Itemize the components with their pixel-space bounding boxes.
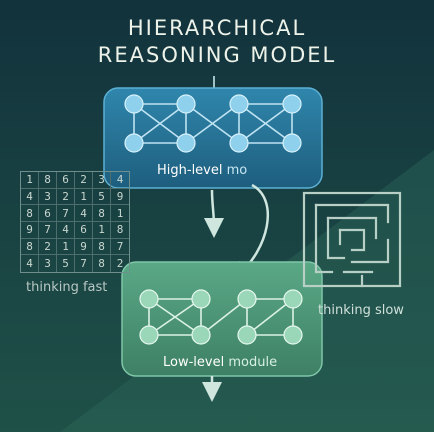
title-line-2: REASONING MODEL: [97, 43, 337, 67]
high-node: [176, 94, 196, 114]
low-node: [139, 289, 159, 309]
grid-cell: 4: [75, 205, 93, 222]
thinking-slow-caption: thinking slow: [318, 303, 404, 318]
title-line-1: HIERARCHICAL: [127, 16, 307, 40]
grid-cell: 9: [21, 221, 39, 239]
grid-cell: 1: [21, 172, 39, 189]
grid-cell: 5: [93, 188, 111, 206]
low-node: [139, 325, 159, 345]
maze-icon: [302, 191, 402, 288]
grid-cell: 3: [93, 172, 111, 189]
grid-cell: 8: [93, 205, 111, 222]
grid-cell: 4: [21, 255, 39, 272]
low-node: [283, 325, 303, 345]
high-level-label: High-level mo: [157, 163, 247, 178]
low-level-label-suffix: module: [224, 355, 278, 370]
grid-cell: 4: [21, 188, 39, 206]
high-node: [124, 94, 144, 114]
grid-cell: 9: [111, 189, 129, 206]
thinking-fast-caption: thinking fast: [26, 280, 108, 295]
grid-cell: 1: [57, 238, 75, 256]
grid-cell: 8: [21, 205, 39, 222]
high-level-label-prefix: High-level: [157, 163, 223, 178]
high-level-module: [103, 87, 323, 189]
grid-cell: 8: [39, 172, 57, 189]
high-node: [229, 94, 249, 114]
grid-cell: 1: [93, 221, 111, 239]
grid-cell: 7: [57, 205, 75, 222]
high-node: [282, 94, 302, 114]
high-node: [124, 133, 144, 153]
low-node: [191, 325, 211, 345]
grid-cell: 7: [75, 255, 93, 272]
low-level-label: Low-level module: [163, 355, 277, 370]
low-node: [283, 289, 303, 309]
grid-cell: 2: [116, 257, 124, 271]
grid-cell: 2: [39, 238, 57, 256]
grid-cell: 2: [75, 172, 93, 189]
grid-cell: 4: [111, 172, 129, 189]
grid-cell: 2: [57, 188, 75, 206]
down-arrow: [203, 189, 224, 238]
grid-cell: 9: [75, 238, 93, 256]
grid-cell: 6: [39, 205, 57, 222]
grid-cell: 8: [111, 222, 129, 239]
low-level-label-prefix: Low-level: [163, 355, 225, 370]
grid-cell: 7: [111, 239, 129, 256]
low-node: [191, 289, 211, 309]
low-node: [237, 289, 257, 309]
high-node: [282, 133, 302, 153]
grid-cell: 1: [111, 205, 129, 222]
high-node: [229, 133, 249, 153]
grid-cell: 7: [39, 221, 57, 239]
grid-cell: 8: [93, 255, 111, 272]
grid-cell: 3: [39, 188, 57, 206]
high-level-label-suffix: mo: [222, 163, 248, 178]
grid-cell: 8: [21, 238, 39, 256]
grid-cell: 3: [39, 255, 57, 272]
grid-cell: 5: [57, 255, 75, 272]
grid-cell: 8: [93, 238, 111, 256]
high-node: [176, 133, 196, 153]
grid-cell: 4: [57, 221, 75, 239]
low-node: [237, 325, 257, 345]
grid-cell: 6: [75, 221, 93, 239]
grid-cell: 6: [57, 172, 75, 189]
grid-cell: 1: [75, 188, 93, 206]
